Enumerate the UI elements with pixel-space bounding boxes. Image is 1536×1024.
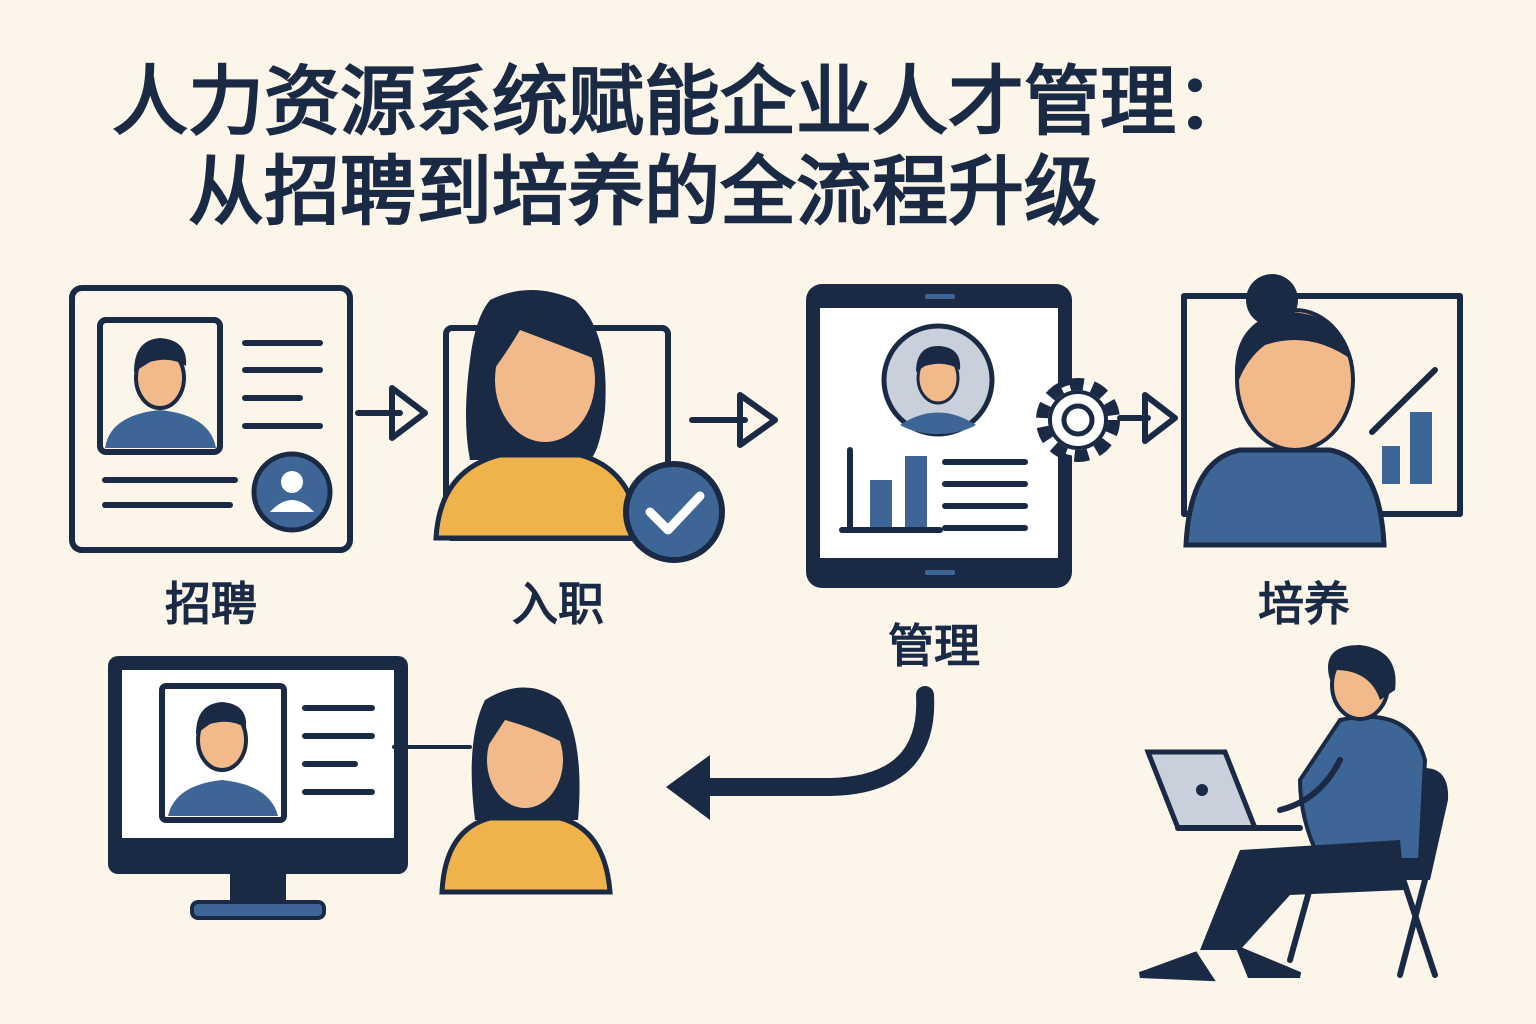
arrow-right-icon (1117, 392, 1178, 444)
person-with-laptop-icon (1138, 645, 1449, 982)
employee-avatar-icon (439, 687, 613, 895)
step-label-onboard: 入职 (512, 577, 604, 631)
arrow-right-icon (689, 392, 778, 448)
growth-presentation-icon (1181, 274, 1463, 548)
title-line-1: 人力资源系统赋能企业人才管理： (112, 57, 1252, 146)
title-line-2: 从招聘到培养的全流程升级 (188, 147, 1100, 236)
onboarding-check-icon (433, 290, 725, 563)
curved-arrow-left-icon (666, 686, 935, 820)
tablet-dashboard-icon (806, 284, 1072, 588)
step-label-recruit: 招聘 (165, 577, 257, 631)
arrow-right-icon (355, 385, 428, 441)
step-label-manage: 管理 (888, 619, 980, 673)
resume-card-icon (69, 285, 353, 553)
gear-icon (1036, 378, 1120, 462)
step-label-train: 培养 (1258, 577, 1350, 631)
monitor-profile-icon (108, 656, 472, 920)
